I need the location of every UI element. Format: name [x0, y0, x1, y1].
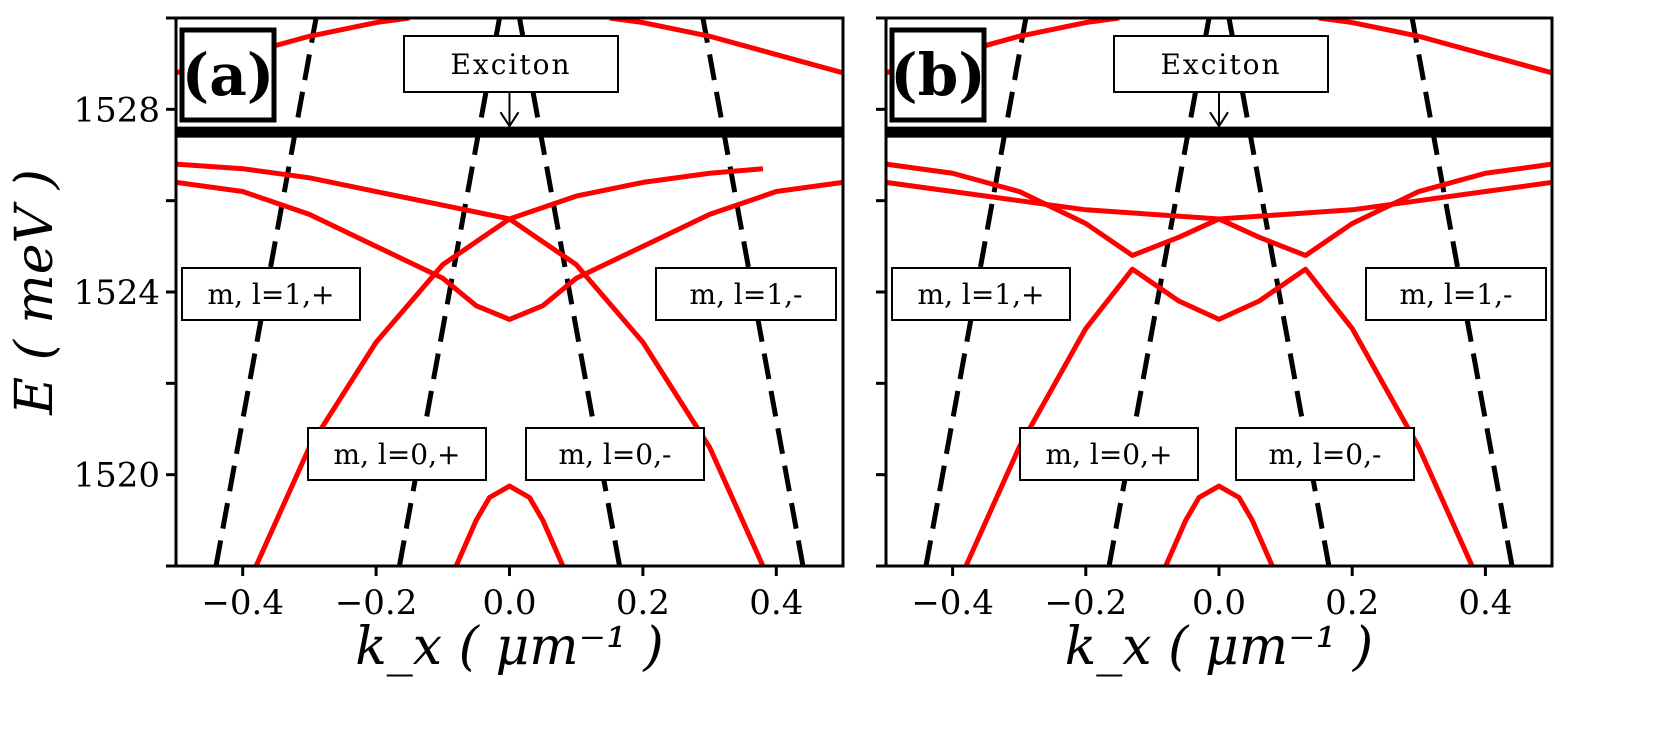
photon-dispersion-line-1	[396, 18, 502, 566]
mode-annotation: m, l=0,-	[525, 427, 705, 481]
photon-dispersion-line-2	[1226, 18, 1332, 566]
annotation-text: m, l=1,-	[690, 278, 803, 311]
panel-label: (b)	[890, 41, 985, 109]
mode-annotation: m, l=1,-	[655, 267, 837, 321]
annotation-text: m, l=0,-	[1269, 438, 1382, 471]
annotation-text: m, l=1,+	[208, 278, 335, 311]
polariton-branch-line-6	[963, 266, 1475, 566]
annotation-text: Exciton	[1160, 48, 1281, 81]
annotation-box	[1019, 427, 1199, 481]
mode-annotation: m, l=0,+	[1019, 427, 1199, 481]
annotation-text: m, l=1,-	[1400, 278, 1513, 311]
mode-annotation: m, l=1,+	[891, 267, 1071, 321]
polariton-branch-line-7	[453, 483, 566, 566]
polariton-branch-line-9	[1318, 18, 1552, 76]
x-tick-label: −0.2	[335, 583, 418, 623]
polariton-branch-line-7	[1163, 483, 1275, 566]
annotation-box	[403, 35, 619, 93]
x-axis-label: k_x ( μm⁻¹ )	[1065, 617, 1373, 677]
annotation-text: m, l=1,+	[918, 278, 1045, 311]
annotation-text: Exciton	[450, 48, 571, 81]
polariton-branch-line-9	[609, 18, 843, 76]
annotation-arrowhead	[499, 111, 520, 129]
exciton-annotation: Exciton	[1113, 35, 1329, 129]
x-tick-label: 0.0	[1192, 583, 1246, 623]
annotation-box	[525, 427, 705, 481]
chart-panel-a: −0.4 −0.2 0.0 0.2 0.4 1520 1524 1528 k_x ( μm⁻¹ …	[5, 16, 845, 677]
polariton-branch-line-4	[253, 166, 764, 566]
polariton-branch-line-5	[176, 161, 766, 566]
exciton-annotation: Exciton	[403, 35, 619, 129]
x-tick-label: 0.2	[616, 583, 670, 623]
annotation-box	[181, 267, 361, 321]
polariton-branch-line-6	[176, 179, 843, 322]
x-tick-label: −0.4	[201, 583, 284, 623]
y-tick-label: 1520	[73, 456, 160, 496]
annotation-box	[655, 267, 837, 321]
panel-label-box	[179, 27, 277, 123]
photon-dispersion-line-1	[1106, 18, 1212, 566]
annotation-box	[1365, 267, 1547, 321]
y-tick-label: 1524	[73, 273, 160, 313]
x-tick-label: 0.4	[749, 583, 803, 623]
annotation-box	[891, 267, 1071, 321]
panel-label-box	[889, 27, 987, 123]
annotation-text: m, l=0,+	[334, 438, 461, 471]
y-axis-label: E ( meV )	[5, 169, 65, 416]
x-tick-label: 0.4	[1458, 583, 1512, 623]
annotation-box	[307, 427, 487, 481]
x-axis-label: k_x ( μm⁻¹ )	[355, 617, 663, 677]
annotation-box	[1235, 427, 1415, 481]
mode-annotation: m, l=1,-	[1365, 267, 1547, 321]
y-tick-label: 1528	[73, 90, 160, 130]
x-tick-label: −0.2	[1045, 583, 1128, 623]
annotation-text: m, l=0,+	[1046, 438, 1173, 471]
x-tick-label: −0.4	[911, 583, 994, 623]
chart-panel-b: −0.4 −0.2 0.0 0.2 0.4 k_x ( μm⁻¹ ) (b) Exciton m…	[876, 16, 1554, 677]
x-tick-label: 0.0	[482, 583, 536, 623]
mode-annotation: m, l=0,+	[307, 427, 487, 481]
panel-label: (a)	[182, 41, 274, 109]
photon-dispersion-line-2	[517, 18, 623, 566]
mode-annotation: m, l=0,-	[1235, 427, 1415, 481]
polariton-branch-line-5	[886, 179, 1552, 222]
annotation-arrowhead	[1209, 111, 1229, 129]
mode-annotation: m, l=1,+	[181, 267, 361, 321]
x-tick-label: 0.2	[1325, 583, 1379, 623]
annotation-text: m, l=0,-	[559, 438, 672, 471]
annotation-box	[1113, 35, 1329, 93]
